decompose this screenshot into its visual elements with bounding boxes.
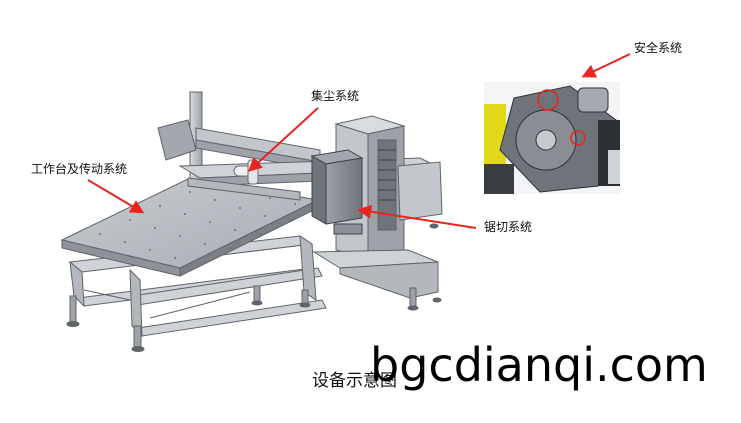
saw-base-rail	[312, 161, 443, 311]
label-worktable-transmission-system: 工作台及传动系统	[31, 162, 128, 176]
label-saw-cutting-system: 锯切系统	[484, 220, 533, 234]
saw-housing	[310, 149, 364, 235]
arrow-safety	[581, 53, 631, 78]
arrow-dust	[247, 107, 319, 172]
watermark-text: bgcdianqi.com	[370, 338, 708, 392]
safety-detail-inset	[484, 82, 620, 194]
worktable-base-frame	[66, 235, 327, 352]
diagram-caption: 设备示意图	[312, 371, 397, 391]
label-safety-system: 安全系统	[634, 41, 683, 55]
arrow-saw	[357, 204, 477, 229]
label-dust-collection-system: 集尘系统	[311, 89, 360, 103]
arrow-table	[87, 179, 145, 214]
callout-arrows	[87, 53, 631, 229]
